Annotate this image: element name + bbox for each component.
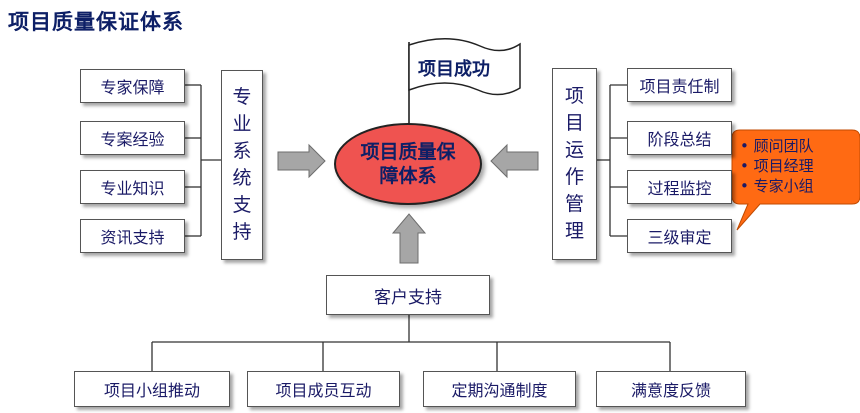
left-connectors [185, 84, 221, 237]
bottom-connectors [151, 315, 671, 371]
left-item-expert: 专家保障 [80, 69, 185, 103]
bottom-item-feedback: 满意度反馈 [596, 371, 746, 407]
bottom-item-members: 项目成员互动 [247, 371, 400, 407]
right-connectors [597, 84, 627, 237]
bottom-item-team: 项目小组推动 [74, 371, 230, 407]
left-item-info: 资讯支持 [80, 219, 185, 253]
left-item-case: 专案经验 [80, 121, 185, 155]
left-item-knowledge: 专业知识 [80, 170, 185, 204]
flag-shape [408, 38, 521, 124]
arrow-right [277, 143, 326, 179]
left-vertical-label: 专业系统支持 [221, 70, 263, 260]
flag-label: 项目成功 [418, 59, 490, 80]
callout-item: 专家小组 [740, 176, 814, 196]
right-item-monitor: 过程监控 [627, 170, 732, 204]
right-vertical-label: 项目运作管理 [552, 68, 597, 260]
right-item-summary: 阶段总结 [627, 121, 732, 155]
bottom-item-communication: 定期沟通制度 [423, 371, 576, 407]
bottom-root: 客户支持 [326, 275, 490, 315]
callout-item: 项目经理 [740, 156, 814, 176]
callout-list: 顾问团队 项目经理 专家小组 [740, 136, 814, 196]
center-ellipse: 项目质量保障体系 [334, 123, 482, 205]
arrow-left [490, 143, 539, 179]
right-item-review: 三级审定 [627, 219, 732, 253]
right-item-responsibility: 项目责任制 [627, 68, 732, 102]
arrows [277, 143, 539, 264]
callout-item: 顾问团队 [740, 136, 814, 156]
arrow-up [391, 213, 427, 264]
page-title: 项目质量保证体系 [8, 10, 184, 34]
